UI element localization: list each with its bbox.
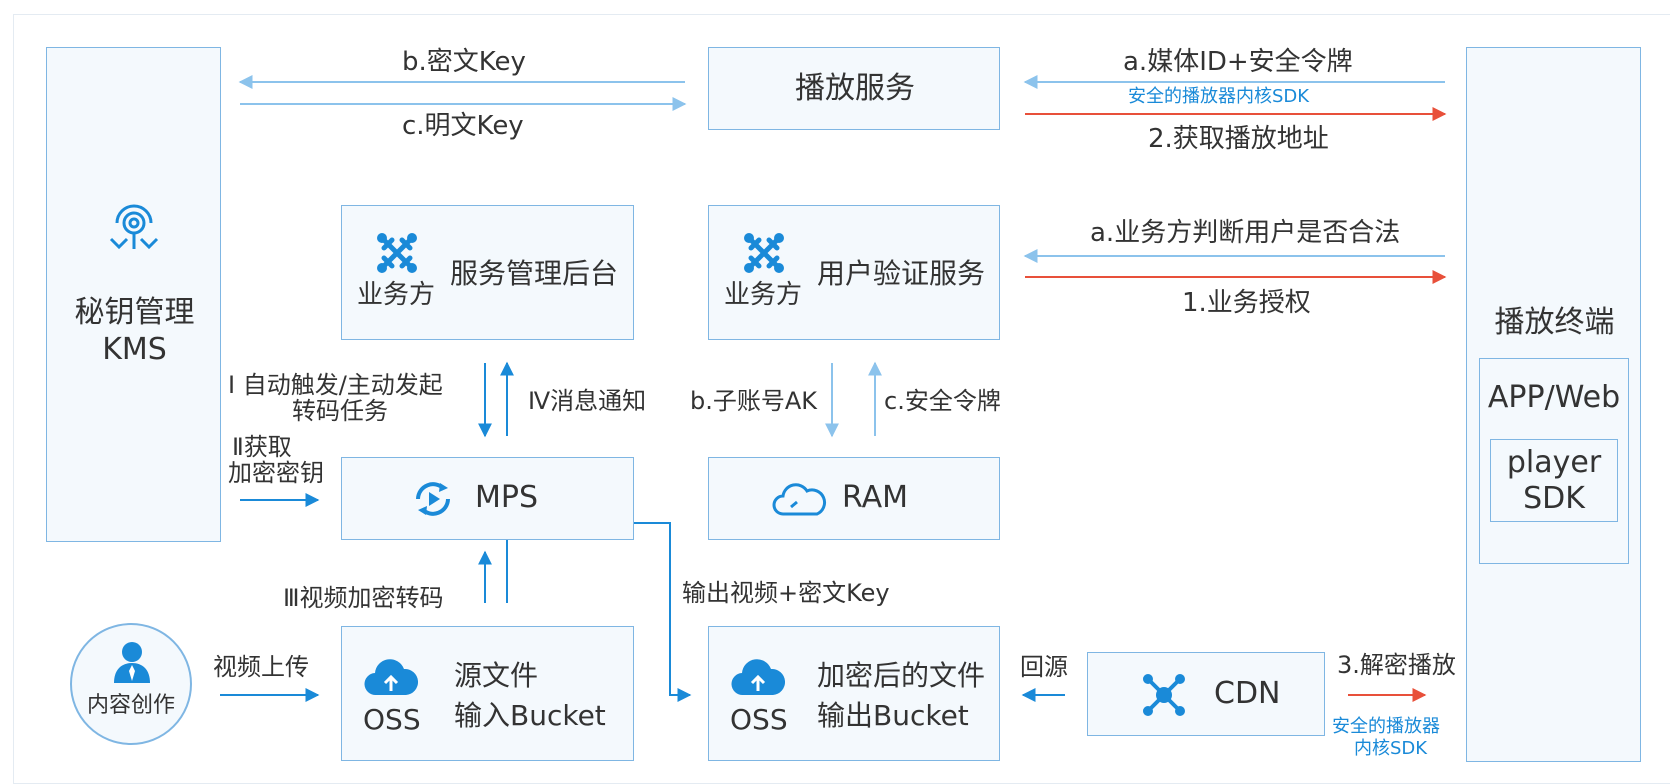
network-hub-icon (1143, 674, 1185, 716)
label-origin: 回源 (1020, 653, 1068, 681)
joomla-icon (377, 233, 417, 273)
service-admin-label: 服务管理后台 (450, 257, 619, 290)
mps-node: MPS (341, 457, 634, 540)
ram-label: RAM (842, 480, 909, 515)
user-auth-node: 业务方 用户验证服务 (708, 205, 1000, 340)
label-sub-account-ak: b.子账号AK (690, 387, 818, 415)
kms-node: 秘钥管理 KMS (46, 47, 221, 542)
kms-label-line2: KMS (102, 332, 167, 367)
oss-cloud-icon (731, 659, 785, 696)
label-output-video: 输出视频+密文Key (682, 579, 890, 607)
player-sdk-line2: SDK (1523, 481, 1585, 516)
play-service-label: 播放服务 (795, 71, 915, 106)
refresh-play-icon (416, 482, 450, 516)
label-decrypt-play: 3.解密播放 (1337, 651, 1456, 679)
user-icon (114, 642, 150, 683)
oss-source-line1: 源文件 (454, 659, 539, 692)
player-sdk-line1: player (1506, 445, 1602, 480)
app-web-label: APP/Web (1487, 380, 1621, 415)
label-security-token: c.安全令牌 (884, 387, 1001, 415)
label-c-plain-key: c.明文Key (402, 111, 524, 141)
label-video-upload: 视频上传 (213, 653, 309, 681)
service-admin-owner: 业务方 (357, 280, 436, 310)
key-lock-icon (109, 204, 159, 250)
cdn-node: CDN (1087, 652, 1325, 736)
label-msg-notify: Ⅳ消息通知 (528, 387, 647, 415)
label-auto-trigger-2: 转码任务 (292, 397, 388, 425)
cdn-label: CDN (1214, 676, 1281, 711)
label-secure-sdk-bottom-1: 安全的播放器 (1332, 716, 1440, 737)
service-admin-node: 业务方 服务管理后台 (341, 205, 634, 340)
app-web-box: APP/Web player SDK (1479, 358, 1629, 564)
content-creation-label: 内容创作 (86, 693, 175, 718)
label-video-encrypt: Ⅲ视频加密转码 (283, 584, 444, 612)
oss-output-line1: 加密后的文件 (817, 659, 986, 692)
ram-node: RAM (708, 457, 1000, 540)
label-auto-trigger-1: Ⅰ 自动触发/主动发起 (228, 371, 443, 399)
label-b-cipher-key: b.密文Key (402, 47, 526, 77)
label-get-play-url: 2.获取播放地址 (1148, 124, 1329, 154)
cloud-icon (772, 483, 827, 516)
user-auth-label: 用户验证服务 (817, 257, 986, 290)
label-a-media-id: a.媒体ID+安全令牌 (1123, 47, 1353, 77)
user-auth-owner: 业务方 (724, 280, 803, 310)
label-a-user-check: a.业务方判断用户是否合法 (1090, 218, 1401, 248)
oss-output-line2: 输出Bucket (817, 699, 969, 732)
mps-label: MPS (475, 480, 539, 515)
label-biz-auth: 1.业务授权 (1182, 288, 1311, 318)
oss-source-brand: OSS (363, 703, 421, 736)
player-sdk-box: player SDK (1490, 439, 1618, 522)
kms-label-line1: 秘钥管理 (74, 295, 195, 330)
content-creation-node: 内容创作 (70, 623, 192, 745)
terminal-title: 播放终端 (1494, 305, 1615, 340)
oss-source-line2: 输入Bucket (454, 699, 606, 732)
oss-cloud-icon (364, 659, 418, 696)
label-get-key-2: 加密密钥 (228, 459, 324, 487)
oss-output-node: OSS 加密后的文件 输出Bucket (708, 626, 1000, 761)
terminal-node: 播放终端 APP/Web player SDK (1466, 47, 1641, 762)
oss-output-brand: OSS (730, 703, 788, 736)
label-get-key-1: Ⅱ获取 (232, 433, 292, 461)
label-secure-sdk-bottom-2: 内核SDK (1354, 738, 1428, 759)
arrow-output-video (506, 522, 692, 702)
label-secure-sdk-top: 安全的播放器内核SDK (1128, 86, 1310, 107)
joomla-icon (744, 233, 784, 273)
oss-source-node: OSS 源文件 输入Bucket (341, 626, 634, 761)
play-service-node: 播放服务 (708, 47, 1000, 130)
